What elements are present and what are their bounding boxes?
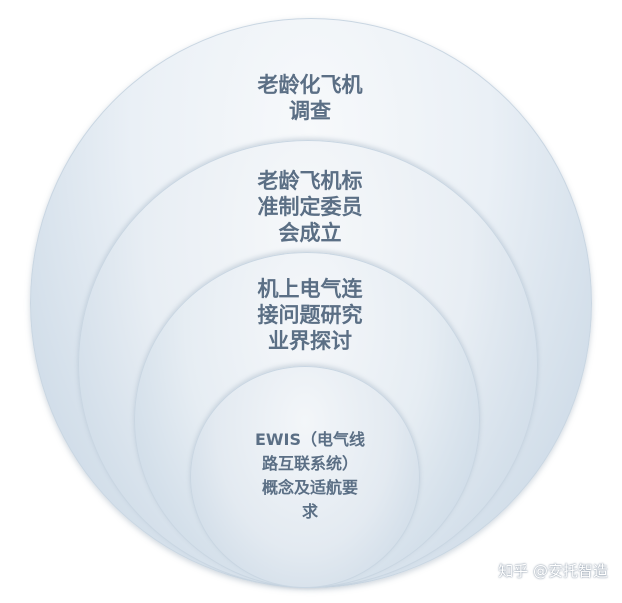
layer-4-label: EWIS（电气线 路互联系统） 概念及适航要 求	[254, 430, 366, 521]
watermark: 知乎 @安托智造	[498, 562, 608, 580]
layer-2-label: 老龄飞机标 准制定委员 会成立	[257, 169, 363, 245]
layer-1-label: 老龄化飞机 调查	[257, 73, 363, 123]
inner-circle	[190, 366, 420, 588]
layer-3-label: 机上电气连 接问题研究 业界探讨	[257, 277, 363, 353]
